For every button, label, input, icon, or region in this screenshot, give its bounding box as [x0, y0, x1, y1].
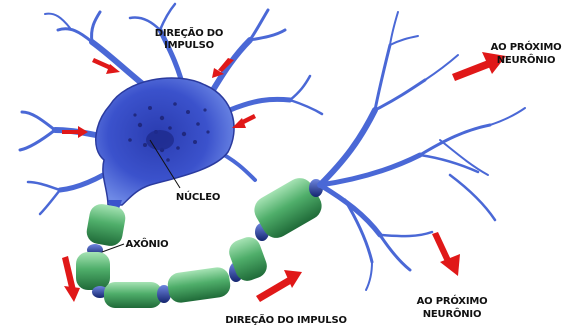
arrow-up-right-icon [256, 276, 294, 302]
myelin-sheath [85, 202, 127, 248]
label-impulse-direction-bottom: DIREÇÃO DO IMPULSO [225, 313, 347, 326]
axon-terminals [320, 12, 525, 290]
label-axon: AXÔNIO [126, 237, 169, 250]
label-impulse-direction-top: DIREÇÃO DO [155, 26, 223, 39]
label-next-neuron-top: AO PRÓXIMO [491, 40, 562, 53]
arrow-up-right-icon [452, 60, 491, 81]
myelin-sheath [166, 266, 232, 304]
label-impulse-direction-top-2: IMPULSO [164, 40, 214, 51]
label-nucleus: NÚCLEO [176, 190, 220, 203]
arrow-down-icon [64, 286, 80, 302]
arrow-right-icon [62, 130, 80, 134]
label-next-neuron-bottom: AO PRÓXIMO [417, 294, 488, 307]
arrow-down-icon [62, 256, 76, 292]
label-next-neuron-bottom-2: NEURÔNIO [423, 307, 482, 320]
myelin-sheath [104, 282, 162, 308]
label-next-neuron-top-2: NEURÔNIO [497, 53, 556, 66]
myelin-sheath [76, 252, 110, 290]
